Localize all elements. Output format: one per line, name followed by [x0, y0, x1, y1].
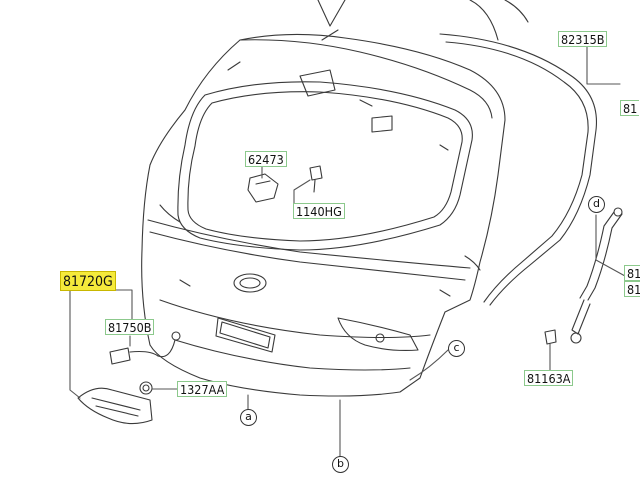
- body-opening-outline: [317, 0, 529, 41]
- part-label-1140hg[interactable]: 1140HG: [293, 203, 345, 219]
- part-label-81720g[interactable]: 81720G: [60, 271, 116, 291]
- part-label-81-right-1[interactable]: 81: [624, 265, 640, 281]
- callout-a: a: [240, 409, 257, 426]
- part-label-81163a[interactable]: 81163A: [524, 370, 574, 386]
- part-label-81750b[interactable]: 81750B: [105, 319, 155, 335]
- part-label-82315b[interactable]: 82315B: [558, 31, 608, 47]
- callout-b: b: [332, 456, 349, 473]
- part-label-81-right-2[interactable]: 81: [624, 281, 640, 297]
- clip-81163a: [544, 329, 557, 345]
- bracket-62473: [247, 173, 279, 203]
- part-label-81-top-right[interactable]: 81: [620, 100, 640, 116]
- part-label-1327aa[interactable]: 1327AA: [177, 381, 228, 397]
- callout-d: d: [588, 196, 605, 213]
- weatherstrip-seal: [439, 33, 598, 306]
- tailgate-panel: [141, 33, 506, 397]
- bolt-1140hg: [309, 165, 323, 193]
- stop-lamp-assembly: [77, 381, 153, 425]
- callout-c: c: [448, 340, 465, 357]
- part-label-62473[interactable]: 62473: [245, 151, 287, 167]
- wiring-harness: [109, 331, 181, 365]
